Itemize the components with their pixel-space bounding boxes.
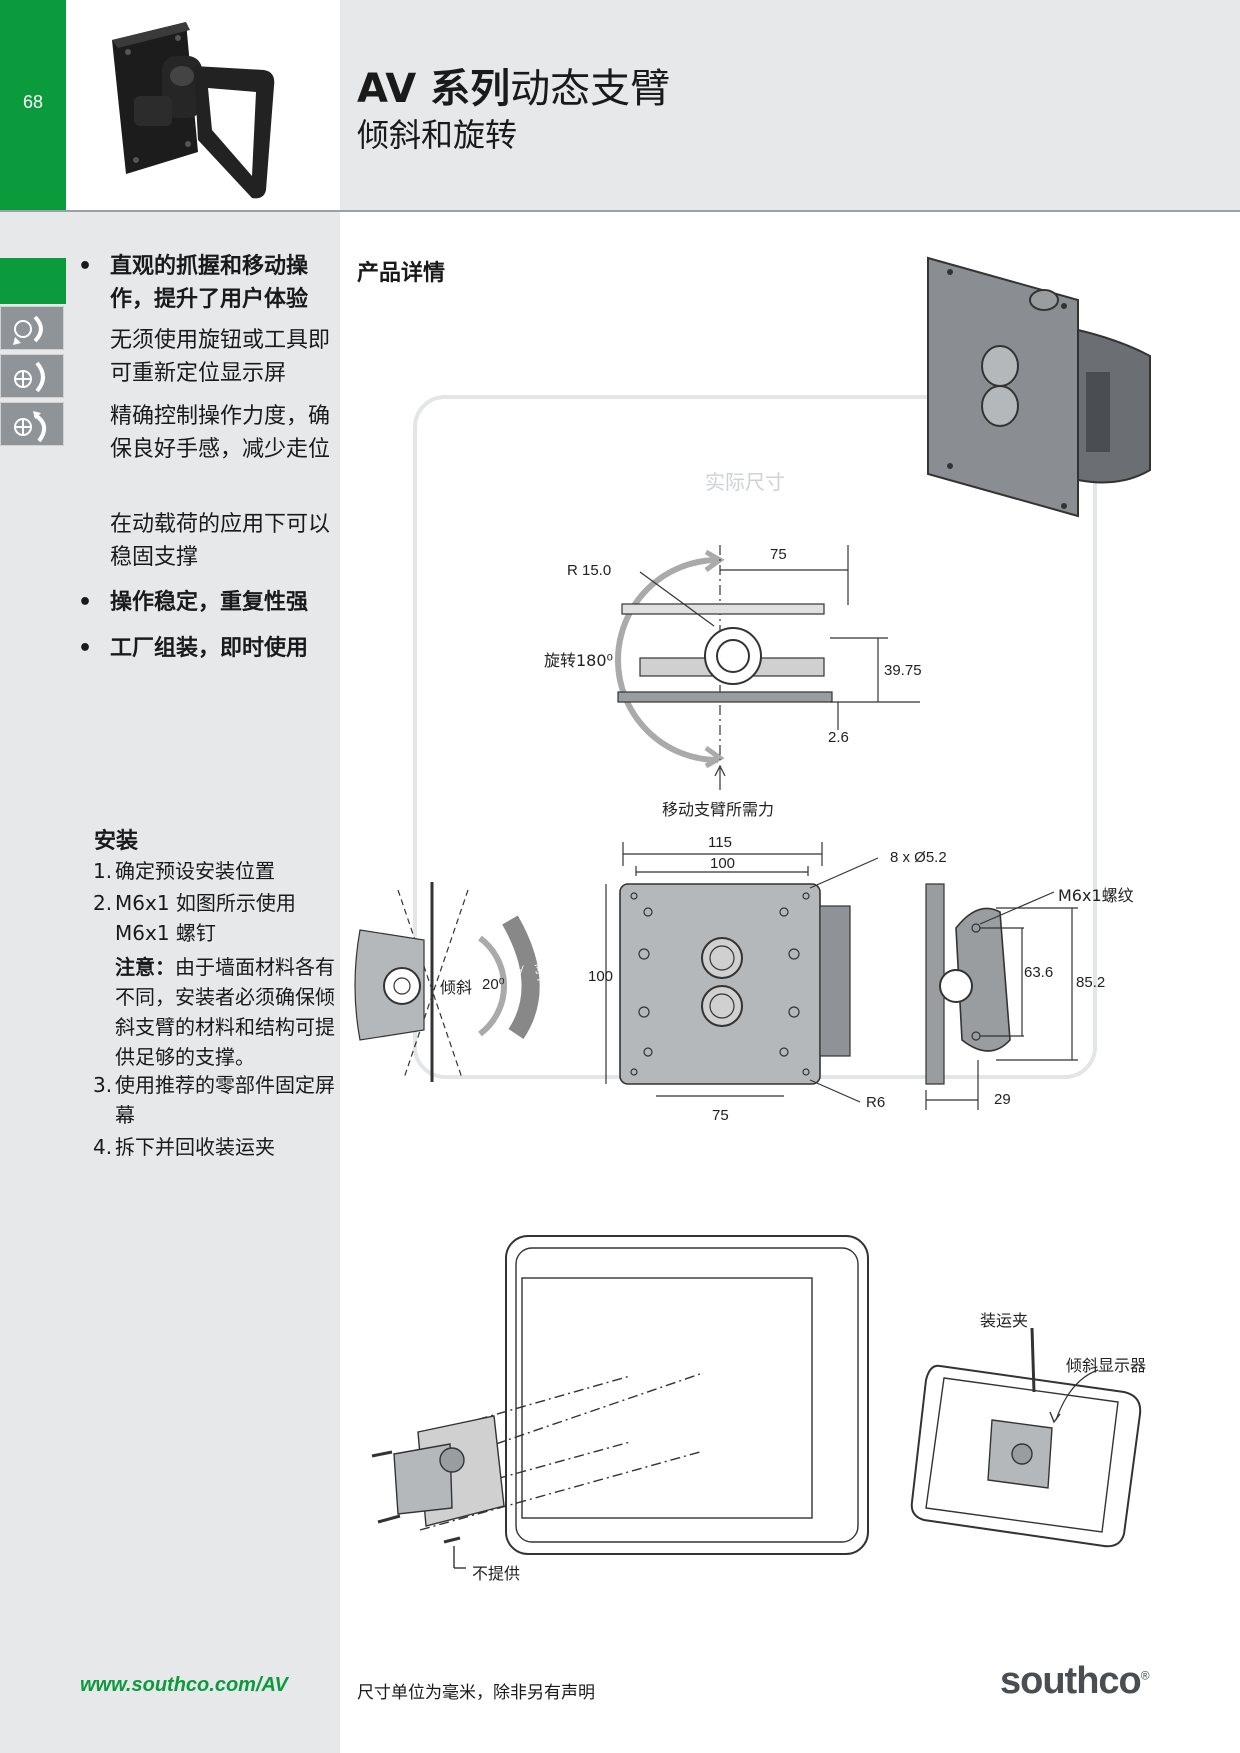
dim-depth: 29 — [994, 1091, 1011, 1108]
thread-label: M6x1螺纹 — [1058, 886, 1134, 905]
install-step: 1.确定预设安装位置 — [93, 859, 275, 883]
dim-inner-height: 63.6 — [1024, 964, 1054, 981]
shipping-clip-label: 装运夹 — [980, 1311, 1029, 1330]
tilt-display-label: 倾斜显示器 — [1066, 1356, 1147, 1375]
section-title: 产品详情 — [357, 261, 446, 286]
footer-units-note: 尺寸单位为毫米，除非另有声明 — [357, 1683, 595, 1703]
footer-url[interactable]: www.southco.com/AV — [80, 1674, 288, 1696]
dim-outer-height: 85.2 — [1076, 974, 1106, 991]
dim-bottom-width: 75 — [712, 1107, 729, 1124]
arm-photo-illustration — [112, 22, 275, 199]
dim-top-width: 75 — [770, 546, 787, 563]
actual-size-watermark: 实际尺寸 — [705, 470, 785, 494]
header-green-tab — [0, 0, 66, 212]
dim-corner-radius: R6 — [866, 1094, 886, 1111]
feature-detail: 精确控制操作力度，确保良好手感，减少走位 — [110, 404, 331, 462]
dim-plate: 2.6 — [828, 729, 849, 746]
product-render-3d — [927, 256, 1151, 518]
southco-logo: southco® — [1000, 1660, 1150, 1702]
rotation-label: 旋转180⁰ — [544, 651, 613, 670]
not-supplied-label: 不提供 — [472, 1564, 521, 1583]
feature-detail: 无须使用旋钮或工具即可重新定位显示屏 — [110, 328, 331, 386]
page-subtitle: 倾斜和旋转 — [357, 116, 518, 154]
feature-bullet: •直观的抓握和移动操作，提升了用户体验 — [78, 254, 309, 312]
dim-outer-width: 115 — [708, 834, 732, 851]
feature-bullet: •工厂组装，即时使用 — [78, 636, 309, 661]
feature-detail: 在动载荷的应用下可以稳固支撑 — [110, 512, 331, 570]
force-label: 移动支臂所需力 — [662, 800, 775, 819]
sidebar-green-marker — [0, 258, 66, 304]
exploded-assembly-drawing — [371, 1235, 869, 1569]
page-number: 68 — [22, 92, 44, 112]
assembled-display-drawing — [910, 1327, 1142, 1548]
dim-holes: 8 x Ø5.2 — [890, 849, 947, 866]
tilt-angle: 20⁰ — [482, 976, 505, 993]
header-divider — [0, 210, 1240, 212]
side-view-drawing — [925, 883, 1078, 1110]
tilt-label: 倾斜 — [440, 978, 473, 997]
rotate-icon — [0, 402, 64, 446]
header-band — [340, 0, 1240, 212]
tilt-icon — [0, 354, 64, 398]
install-title: 安装 — [94, 829, 139, 854]
dim-front-height: 100 — [588, 968, 614, 985]
dim-height: 39.75 — [884, 662, 922, 679]
product-photo — [66, 0, 340, 212]
left-sidebar — [0, 212, 340, 1753]
dim-inner-width: 100 — [710, 855, 736, 872]
dim-radius: R 15.0 — [567, 562, 612, 579]
feature-bullet: •操作稳定，重复性强 — [78, 590, 309, 615]
install-step: 3.使用推荐的零部件固定屏幕 — [93, 1073, 335, 1127]
top-view-drawing — [615, 545, 920, 790]
front-view-drawing — [605, 842, 879, 1103]
install-note: 注意：由于墙面材料各有不同，安装者必须确保倾斜支臂的材料和结构可提供足够的支撑。 — [115, 955, 335, 1069]
tilt-view-drawing — [354, 882, 540, 1082]
install-step: 2.M6x1 如图所示使用 M6x1 螺钉 — [93, 891, 296, 945]
install-step: 4.拆下并回收装运夹 — [93, 1135, 275, 1159]
page-title: AV 系列动态支臂 — [357, 66, 671, 112]
swivel-icon — [0, 306, 64, 350]
